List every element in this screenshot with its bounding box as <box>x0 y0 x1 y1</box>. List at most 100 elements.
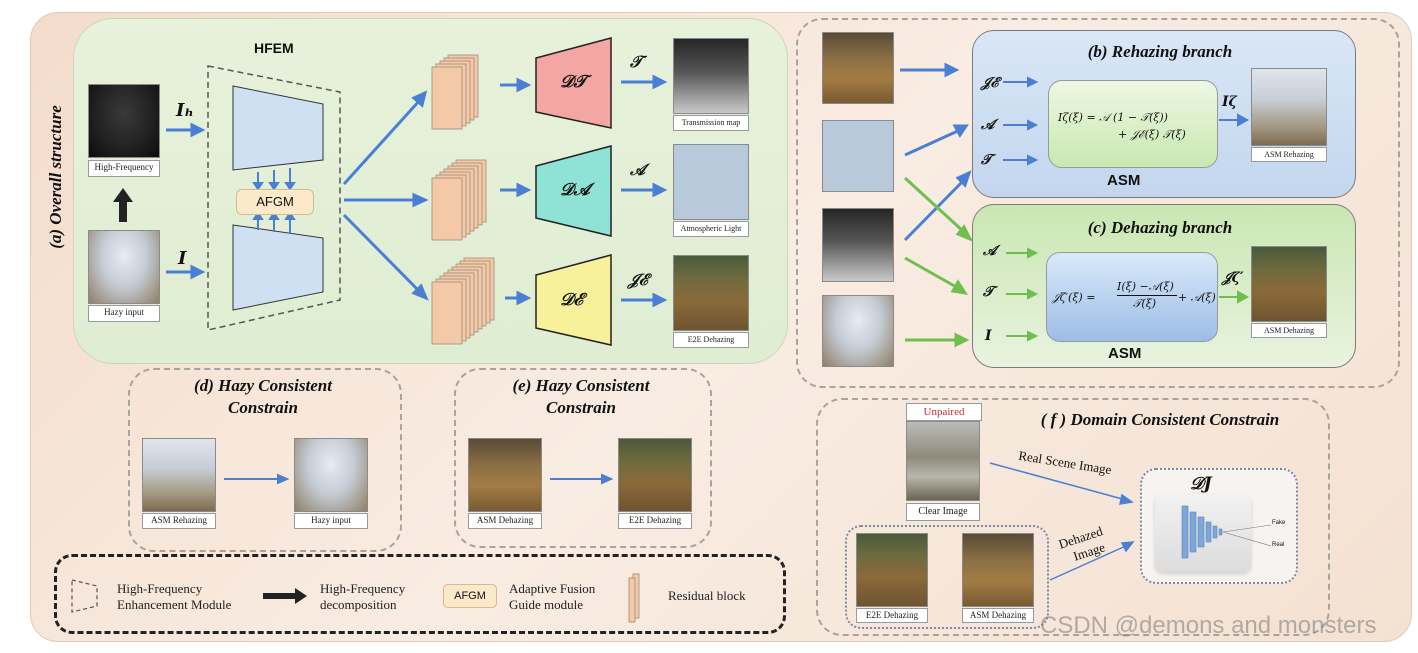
residual-legend-icon <box>628 573 640 623</box>
rehazing-input-0: 𝒥ℰ <box>981 75 999 91</box>
domain-e2e-caption: E2E Dehazing <box>856 608 928 623</box>
rehazing-input-2: 𝒯 <box>981 152 992 168</box>
rehazing-branch-title: (b) Rehazing branch <box>1087 42 1233 61</box>
branch-input-hazy <box>822 295 894 367</box>
constraint-d-right-image <box>294 438 368 512</box>
dehazing-formula-lhs: 𝒥ζ′(ξ) = <box>1052 291 1096 304</box>
hfem-dashed-outline <box>207 65 341 331</box>
encoder-bottom <box>232 224 324 311</box>
transmission-map-caption: Transmission map <box>673 115 749 131</box>
constraint-e-left-image <box>468 438 542 512</box>
i-symbol: I <box>178 248 187 269</box>
branch-arrow-top <box>342 98 422 186</box>
constraint-d-right-caption: Hazy input <box>294 513 368 529</box>
decoder-E <box>535 254 612 346</box>
constraint-d-left-image <box>142 438 216 512</box>
hfem-legend-icon <box>71 579 98 613</box>
constraint-e-title-line2: Constrain <box>546 398 616 417</box>
hazy-constraint-e-box <box>454 368 712 548</box>
legend-afgm-line1: Adaptive Fusion <box>509 581 596 596</box>
dehazing-branch-title: (c) Dehazing branch <box>1087 218 1233 237</box>
asm-rehazing-caption: ASM Rehazing <box>1251 147 1327 162</box>
discriminator-symbol: 𝒟J <box>1190 474 1212 494</box>
hazy-input-image <box>88 230 160 304</box>
decomposition-legend-icon <box>263 588 307 604</box>
clear-image <box>906 421 980 501</box>
atmospheric-light-image <box>673 144 749 220</box>
branch-input-trans <box>822 208 894 282</box>
constraint-d-title-line2: Constrain <box>228 398 298 417</box>
dehazing-input-2: I <box>985 328 992 344</box>
legend-box <box>54 554 786 634</box>
transmission-map-image <box>673 38 749 114</box>
dehazing-formula-num: I(ξ) −𝒜(ξ) <box>1117 280 1174 293</box>
e2e-dehazing-image <box>673 255 749 331</box>
high-frequency-image <box>88 84 160 158</box>
hfem-diagram <box>113 37 668 346</box>
branch-input-atmo <box>822 120 894 192</box>
domain-constraint-box <box>816 398 1330 636</box>
encoder-top <box>232 85 324 171</box>
constraint-e-left-caption: ASM Dehazing <box>468 513 542 529</box>
rehazing-formula-line2: + 𝒥ℰ(ξ) 𝒯(ξ) <box>1118 128 1186 141</box>
rehazing-asm-label: ASM <box>1107 172 1141 189</box>
residual-stack-bot <box>431 257 495 345</box>
rehazing-input-1: 𝒜 <box>981 117 995 133</box>
dehazing-output-symbol: 𝒥ζ′ <box>1222 270 1244 286</box>
legend-hfem-line1: High-Frequency <box>117 581 203 596</box>
hazy-constraint-d-box <box>128 368 402 552</box>
afgm-box: AFGM <box>236 189 314 215</box>
clear-image-caption: Clear Image <box>906 503 980 521</box>
residual-stack-mid <box>431 159 487 241</box>
discriminator-real-label: Real <box>1272 542 1285 548</box>
dehazing-input-1: 𝒯 <box>983 284 994 300</box>
atmospheric-light-caption: Atmospheric Light <box>673 221 749 237</box>
domain-e2e-image <box>856 533 928 607</box>
residual-stack-top <box>431 54 479 130</box>
legend-afgm-box: AFGM <box>443 584 497 608</box>
e2e-dehazing-caption: E2E Dehazing <box>673 332 749 348</box>
decoder-A <box>535 145 612 237</box>
rehazing-output-symbol: Iζ <box>1222 94 1237 110</box>
legend-hfem-line2: Enhancement Module <box>117 597 232 612</box>
domain-asm-caption: ASM Dehazing <box>962 608 1034 623</box>
branch-arrow-bot <box>342 213 422 294</box>
branch-input-dehazed <box>822 32 894 104</box>
legend-decomp-line2: decomposition <box>320 597 397 612</box>
constraint-e-right-caption: E2E Dehazing <box>618 513 692 529</box>
decoder-E-symbol: 𝒟ℰ <box>560 290 584 310</box>
output-E-symbol: 𝒥ℰ <box>628 270 649 289</box>
decoder-A-symbol: 𝒟𝒜 <box>560 180 590 200</box>
hazy-input-caption: Hazy input <box>88 305 160 322</box>
high-frequency-caption: High-Frequency <box>88 160 160 177</box>
dehazing-input-0: 𝒜 <box>983 243 997 259</box>
dehazing-formula-rhs: + 𝒜(ξ) <box>1178 291 1216 304</box>
rehazing-formula-line1: Iζ(ξ) = 𝒜 (1 − 𝒯(ξ)) <box>1058 111 1168 124</box>
dehazing-asm-label: ASM <box>1108 345 1142 362</box>
output-A-symbol: 𝒜 <box>630 160 646 179</box>
output-T-symbol: 𝒯 <box>630 52 643 71</box>
asm-rehazing-image <box>1251 68 1327 146</box>
decoder-T <box>535 37 612 129</box>
decomposition-arrow <box>113 188 133 222</box>
constraint-d-title-line1: (d) Hazy Consistent <box>194 376 332 395</box>
domain-constraint-title: ( f ) Domain Consistent Constrain <box>1040 410 1280 429</box>
legend-residual-label: Residual block <box>668 588 746 603</box>
residual-stacks <box>431 54 495 345</box>
unpaired-label: Unpaired <box>906 403 982 421</box>
constraint-d-left-caption: ASM Rehazing <box>142 513 216 529</box>
ih-symbol: Iₕ <box>176 100 194 121</box>
hfem-label: HFEM <box>254 40 294 56</box>
decoder-T-symbol: 𝒟𝒯 <box>560 72 587 92</box>
afgm-arrows <box>252 168 296 234</box>
domain-asm-image <box>962 533 1034 607</box>
legend-afgm-line2: Guide module <box>509 597 584 612</box>
dehazing-formula-den: 𝒯(ξ) <box>1133 297 1157 310</box>
discriminator-fake-label: Fake <box>1272 520 1286 526</box>
asm-branches-container <box>796 18 1400 388</box>
